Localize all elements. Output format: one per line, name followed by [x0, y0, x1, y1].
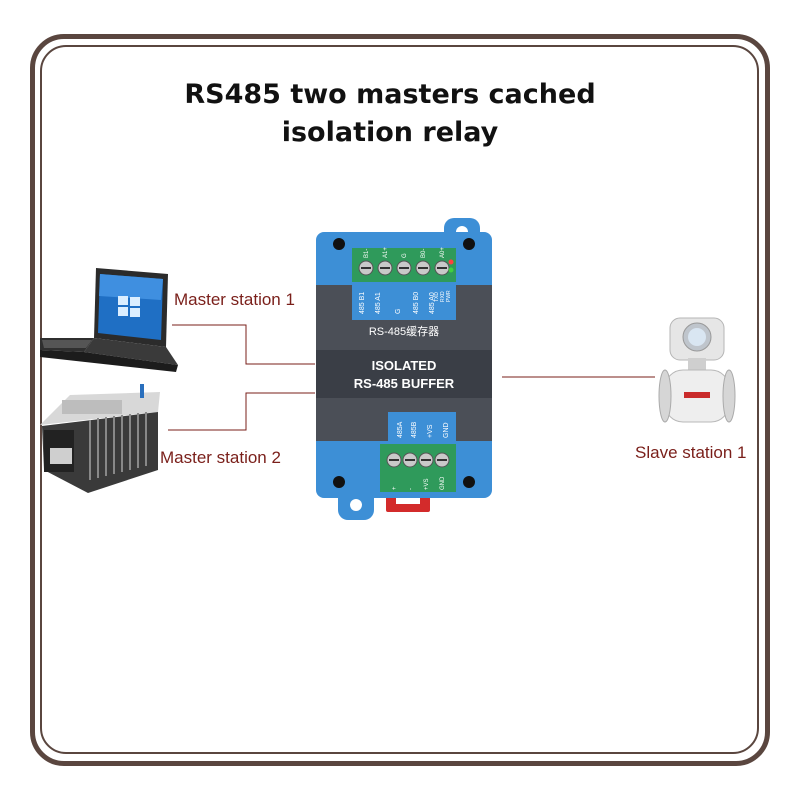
master1-connector	[172, 324, 315, 365]
connector-lines	[168, 324, 655, 431]
page-title: RS485 two masters cached isolation relay	[0, 76, 780, 152]
top-terminal-a1: A1+	[383, 247, 389, 258]
title-line-1: RS485 two masters cached	[184, 79, 596, 110]
led-pwr-label: PWR	[446, 290, 452, 302]
top-port-485b1: 485 B1	[359, 292, 366, 314]
bottom-port-vs: +VS	[427, 424, 434, 438]
bottom-terminal-plus: +	[392, 486, 398, 490]
master-station-1-label: Master station 1	[174, 290, 295, 309]
master2-connector	[168, 392, 315, 431]
top-terminal-b1: B1-	[364, 249, 370, 258]
status-leds: PWR RXD TXD	[434, 259, 454, 302]
slave-station-1-label: Slave station 1	[635, 443, 747, 462]
master-station-2-label: Master station 2	[160, 448, 281, 467]
bottom-terminal-gnd: GND	[440, 476, 446, 490]
bottom-port-485a: 485A	[397, 421, 404, 438]
led-txd-label: TXD	[434, 292, 440, 302]
bottom-port-485b: 485B	[411, 421, 418, 438]
inner-frame	[40, 45, 759, 754]
bottom-terminal-screws	[386, 452, 450, 468]
top-port-485b0: 485 B0	[413, 292, 420, 314]
outer-frame	[30, 34, 770, 766]
top-port-g: G	[395, 309, 402, 314]
device-label-line1: ISOLATED	[372, 358, 437, 373]
title-line-2: isolation relay	[281, 117, 499, 148]
top-terminal-screws	[358, 260, 450, 276]
bottom-terminal-minus: -	[408, 488, 414, 490]
top-terminal-g: G	[402, 253, 408, 258]
device-label-line2: RS-485 BUFFER	[354, 376, 455, 391]
top-port-485a0: 485 A0	[429, 292, 436, 314]
device-label-cn: RS-485缓存器	[369, 324, 439, 338]
bottom-port-gnd: GND	[443, 422, 450, 438]
plc-controller-icon	[40, 384, 160, 493]
flowmeter-icon	[658, 317, 736, 423]
laptop-icon	[40, 268, 178, 372]
bottom-terminal-vs: +VS	[424, 478, 430, 490]
buffer-device: B1- A1+ G B0- A0+ 485 B1 485 A1 G 485 B0…	[316, 218, 492, 520]
top-terminal-a0: A0+	[440, 247, 446, 258]
top-terminal-b0: B0-	[421, 249, 427, 258]
led-rxd-label: RXD	[440, 291, 446, 302]
top-port-485a1: 485 A1	[375, 292, 382, 314]
